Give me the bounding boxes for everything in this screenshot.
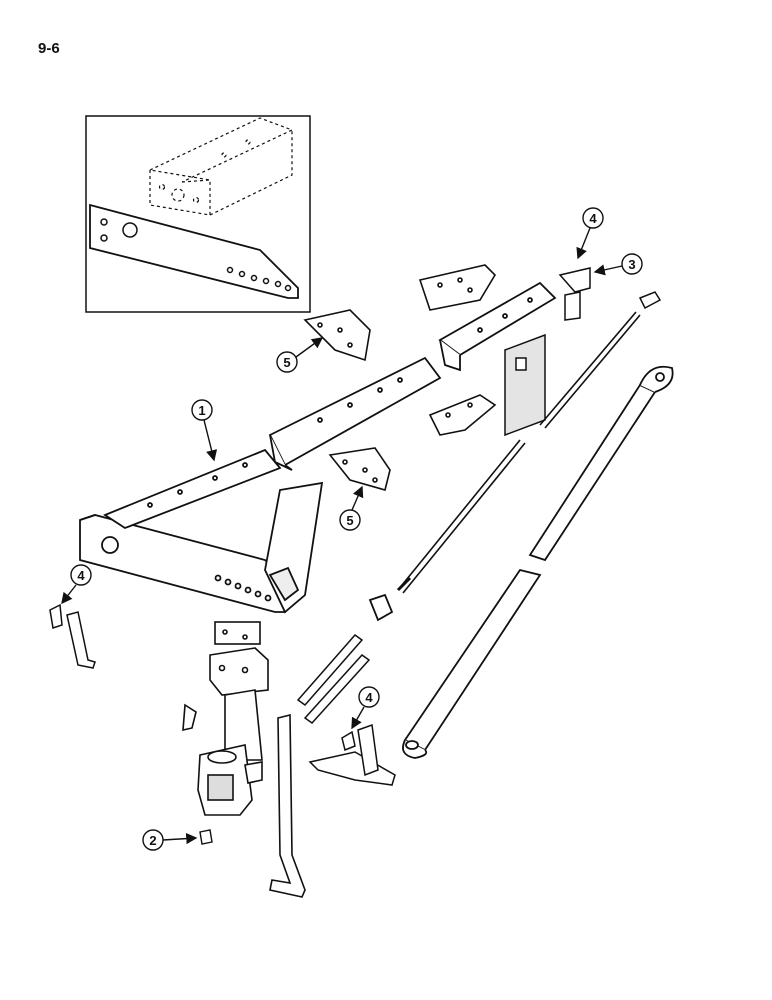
callout-2: 2 (142, 829, 198, 851)
upright-plate (504, 333, 546, 437)
straps (296, 633, 371, 724)
main-frame (79, 281, 557, 614)
threaded-rod (396, 311, 641, 594)
inset-bracket-hole (122, 222, 138, 238)
plate-lower-right (428, 394, 497, 436)
callout-4-left-label: 4 (77, 568, 85, 583)
jack-post (224, 689, 263, 761)
lower-clip (341, 730, 356, 752)
inset-frame (85, 115, 311, 313)
callout-5-lower-label: 5 (346, 513, 353, 528)
jack-plate-top (214, 621, 261, 645)
callout-4-lower-label: 4 (365, 690, 373, 705)
front-plate-hole (101, 536, 119, 554)
clip-upper (558, 267, 591, 293)
rod-end-cap (638, 291, 662, 310)
callout-2-label: 2 (149, 833, 156, 848)
frame-tube-rear (438, 281, 557, 357)
inset-dashed-tube (149, 117, 294, 216)
callout-4-upper-label: 4 (589, 211, 597, 226)
plate-upper-right (418, 264, 497, 311)
frame-tube-middle (268, 356, 442, 467)
callout-5-upper-label: 5 (283, 355, 290, 370)
page-number: 9-6 (38, 40, 60, 57)
callout-4-lower: 4 (351, 686, 380, 730)
callout-4-upper: 4 (576, 207, 604, 260)
jack-stand (182, 621, 269, 816)
jack-clip (182, 703, 197, 732)
inset-detail (85, 115, 311, 313)
rod-clevis (368, 593, 394, 622)
lower-bracket (308, 723, 396, 786)
callout-5-lower: 5 (339, 485, 364, 531)
callout-3-label: 3 (628, 257, 635, 272)
callout-5-upper: 5 (276, 337, 324, 373)
inset-bracket (89, 203, 299, 299)
plate-lower-left (328, 447, 391, 491)
callout-3: 3 (593, 253, 643, 276)
front-plate (79, 514, 286, 613)
parking-leg (269, 713, 306, 898)
frame-tube-front (103, 448, 282, 530)
callout-4-left: 4 (61, 564, 92, 605)
callout-1: 1 (191, 399, 218, 462)
small-pin (199, 829, 213, 845)
bushing (564, 291, 581, 321)
mounting-plates (303, 264, 497, 491)
callout-1-label: 1 (198, 403, 205, 418)
left-bracket-clip (49, 603, 96, 669)
jack-plate-bracket (209, 647, 269, 696)
plate-upper-left (303, 309, 371, 362)
telescoping-arm (368, 365, 674, 759)
